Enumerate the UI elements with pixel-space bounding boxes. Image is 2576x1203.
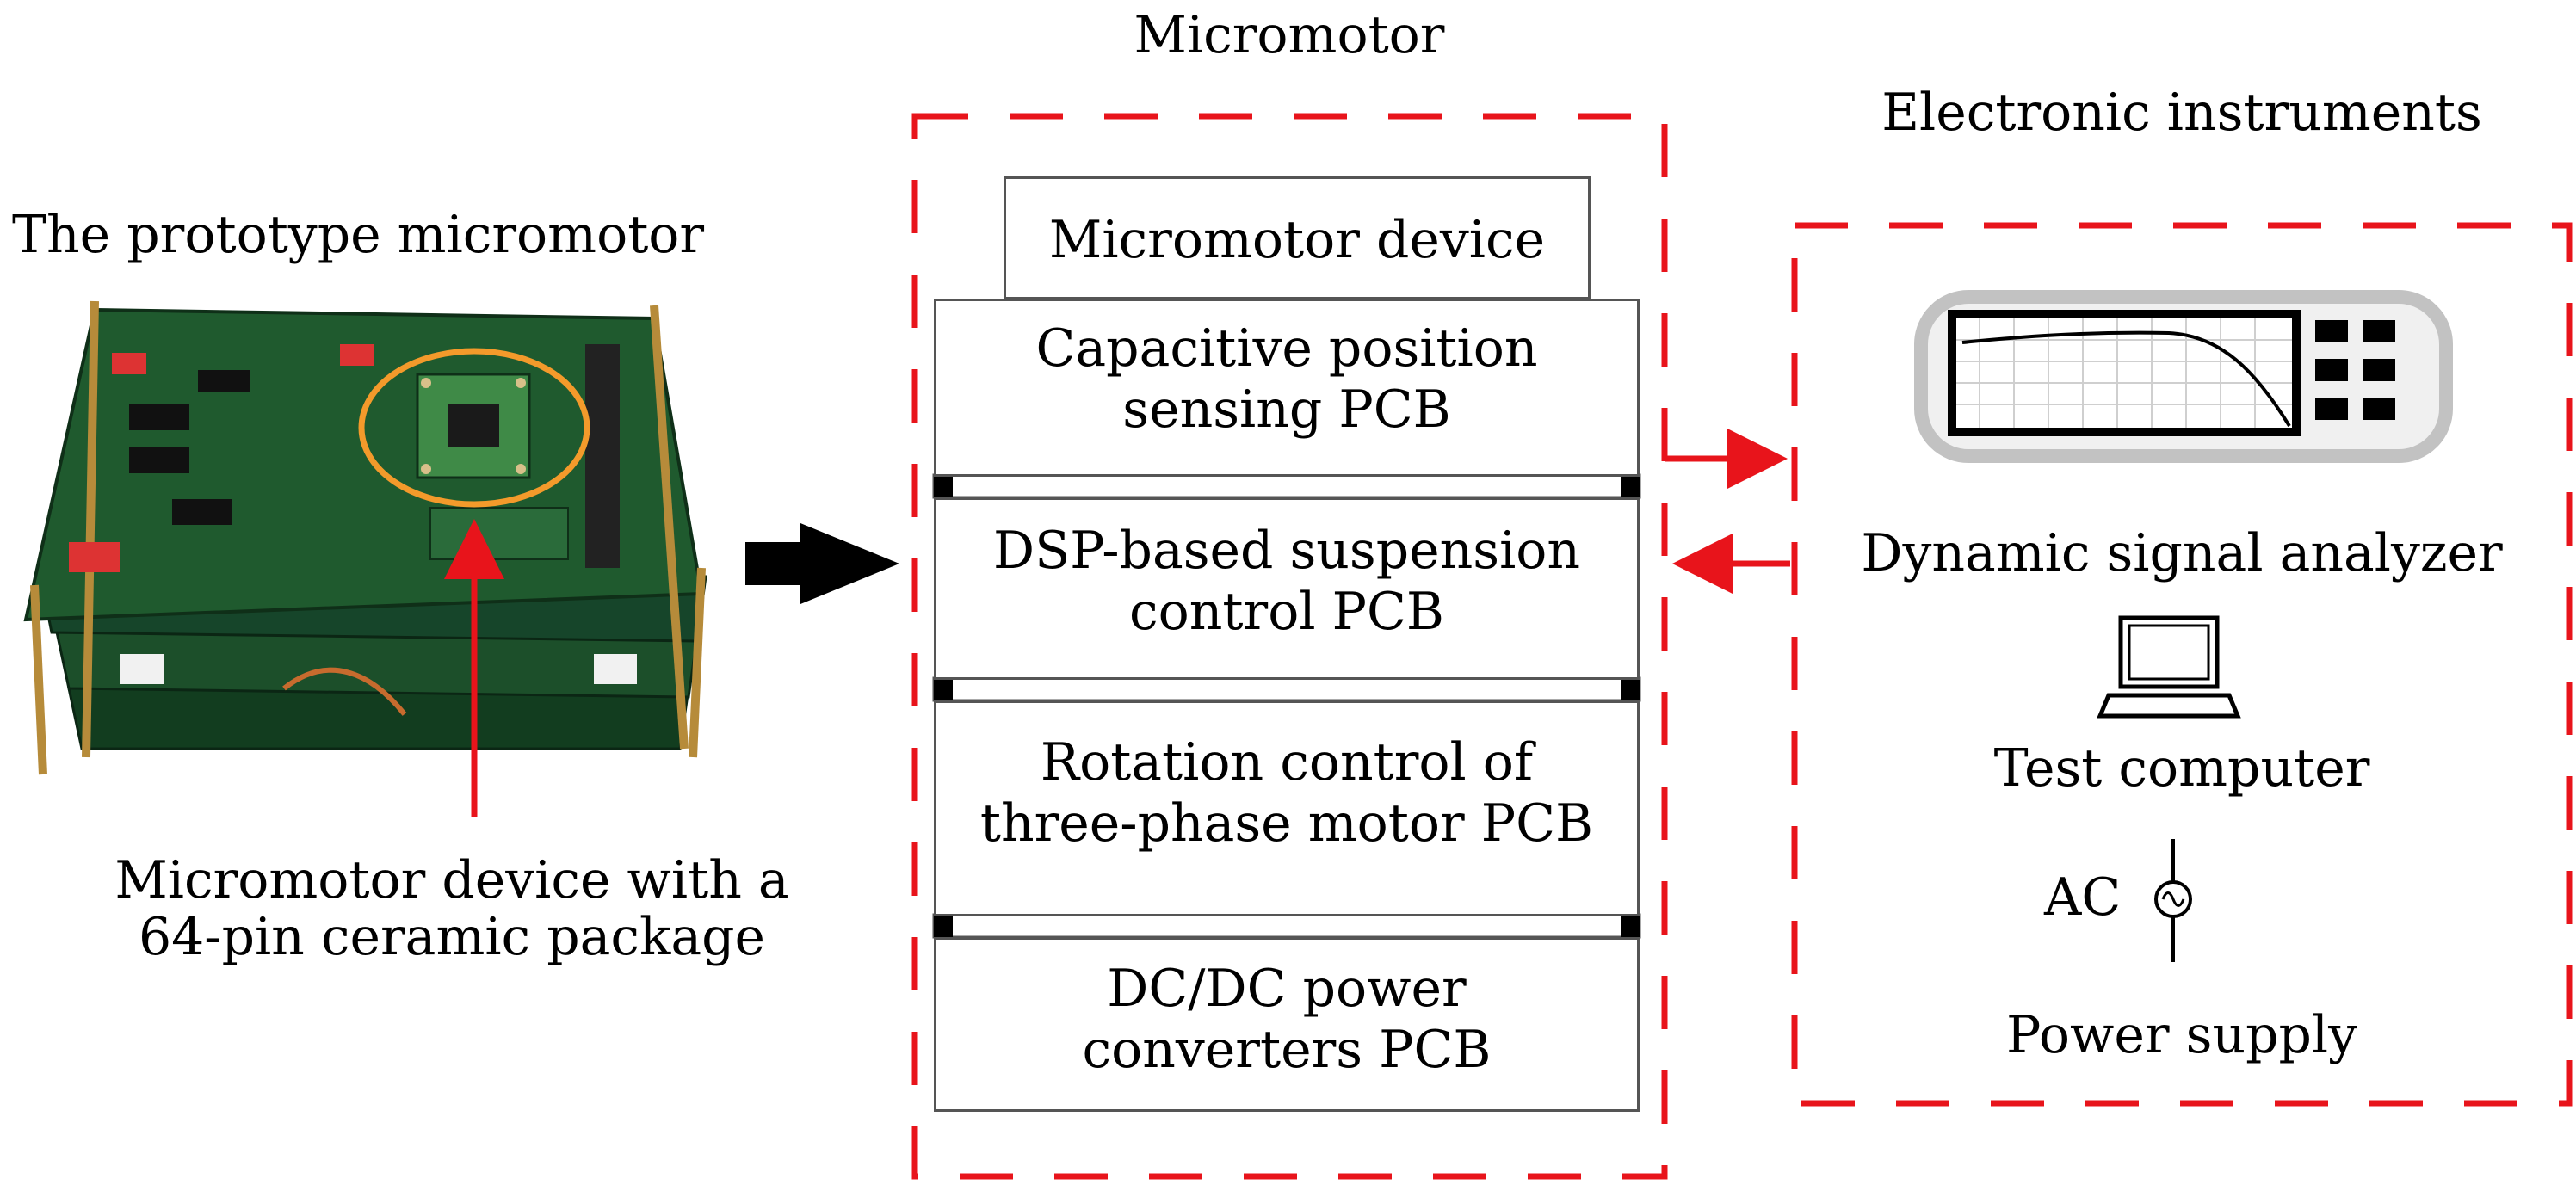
micromotor-dashed-box [911,113,1668,1180]
ac-label: AC [2044,867,2122,928]
rotation-pcb-line2: three-phase motor PCB [979,793,1594,854]
black-arrow [745,523,899,604]
dsp-pcb-box: DSP-based suspension control PCB [934,497,1640,680]
prototype-pcb-photo [23,300,707,775]
analyzer-label: Dynamic signal analyzer [1861,523,2503,583]
dsp-pcb-line1: DSP-based suspension [992,521,1581,581]
laptop-icon [2097,615,2241,719]
sensing-pcb-line1: Capacitive position [1035,318,1538,379]
instruments-title: Electronic instruments [1881,83,2482,143]
highlight-ring [358,348,590,508]
micromotor-title: Micromotor [1134,5,1445,65]
power-supply-label: Power supply [2005,1005,2358,1065]
dsp-pcb-line2: control PCB [1129,581,1444,642]
instruments-dashed-box [1791,222,2573,1107]
rotation-pcb-box: Rotation control of three-phase motor PC… [934,700,1640,916]
dcdc-pcb-box: DC/DC power converters PCB [934,937,1640,1112]
dcdc-pcb-line1: DC/DC power [1107,959,1467,1019]
micromotor-device-label: Micromotor device [1048,210,1546,270]
dcdc-pcb-label: DC/DC power converters PCB [936,959,1637,1081]
device-caption-line2: 64-pin ceramic package [138,907,766,967]
sensing-pcb-box: Capacitive position sensing PCB [934,299,1640,477]
rotation-pcb-line1: Rotation control of [1040,732,1534,793]
dcdc-pcb-line2: converters PCB [1082,1019,1492,1080]
micromotor-device-box: Micromotor device [1004,176,1591,299]
prototype-label: The prototype micromotor [12,205,705,265]
device-caption: Micromotor device with a 64-pin ceramic … [0,852,904,965]
sensing-pcb-line2: sensing PCB [1122,379,1451,440]
analyzer-icon [1914,290,2453,463]
pcb-connectors [932,473,1641,939]
computer-label: Test computer [1993,738,2370,799]
device-caption-line1: Micromotor device with a [114,850,789,910]
sensing-pcb-label: Capacitive position sensing PCB [936,318,1637,441]
dsp-pcb-label: DSP-based suspension control PCB [936,521,1637,643]
rotation-pcb-label: Rotation control of three-phase motor PC… [936,732,1637,854]
ac-source-icon [2154,839,2192,962]
